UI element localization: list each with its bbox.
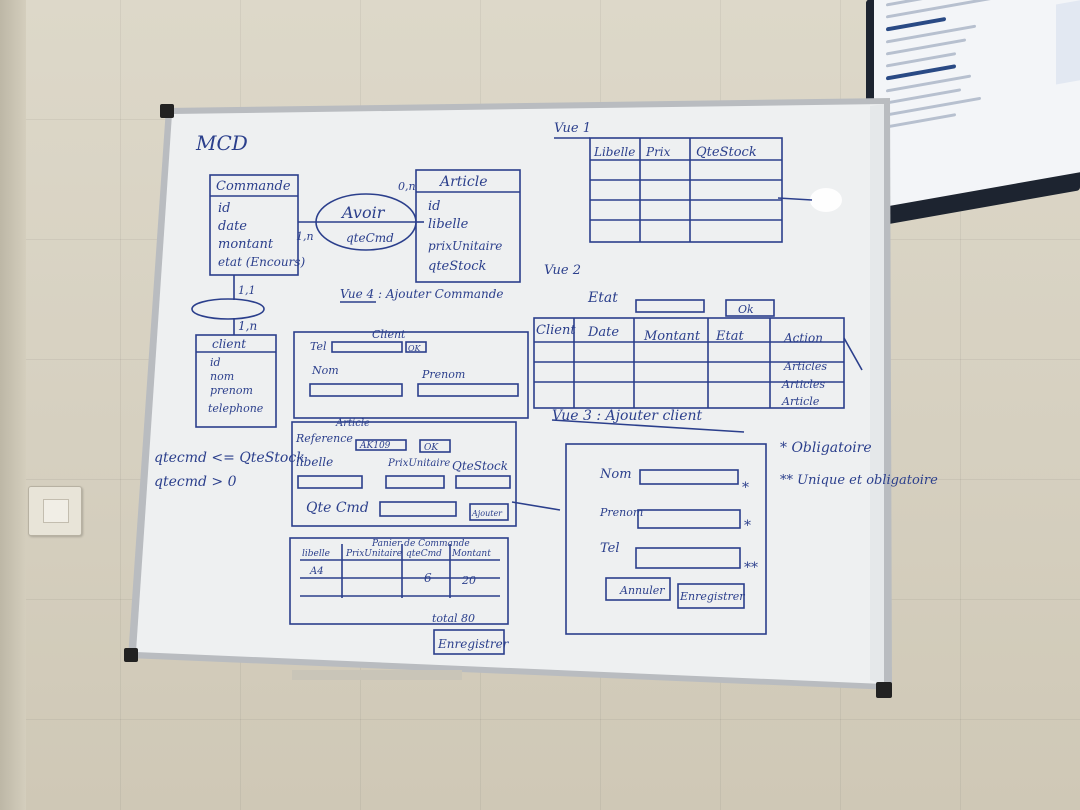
vue2-filter-label: Etat <box>587 290 618 306</box>
svg-text:Tel: Tel <box>600 541 620 556</box>
svg-text:PrixUnitaire: PrixUnitaire <box>345 549 402 559</box>
svg-text:qteCmd: qteCmd <box>406 549 442 559</box>
svg-text:OK: OK <box>408 344 422 353</box>
svg-text:libelle: libelle <box>302 549 330 559</box>
svg-text:Nom: Nom <box>599 467 632 482</box>
svg-text:*: * <box>744 518 751 534</box>
mcd-title: MCD <box>195 131 248 155</box>
svg-text:QteStock: QteStock <box>696 145 757 160</box>
svg-text:Montant: Montant <box>451 549 491 559</box>
svg-text:total 80: total 80 <box>432 612 475 625</box>
vue4-add-button: Ajouter <box>471 509 503 518</box>
svg-text:id: id <box>218 201 230 216</box>
svg-text:prenom: prenom <box>210 384 253 397</box>
vue3-save-button: Enregistrer <box>679 590 745 603</box>
svg-text:telephone: telephone <box>208 402 264 415</box>
svg-text:6: 6 <box>424 571 432 585</box>
svg-text:Prenom: Prenom <box>421 368 465 381</box>
svg-text:Montant: Montant <box>643 329 701 344</box>
card-article-avoir: 0,n <box>398 180 416 193</box>
svg-text:Prenom: Prenom <box>599 506 643 519</box>
svg-text:qteStock: qteStock <box>428 259 486 274</box>
svg-text:Tel: Tel <box>310 340 327 353</box>
svg-text:Client: Client <box>372 328 406 341</box>
svg-text:A4: A4 <box>309 566 324 577</box>
svg-text:**: ** <box>744 560 758 576</box>
relation-name: Avoir <box>340 203 386 222</box>
svg-text:etat (Encours): etat (Encours) <box>218 255 305 269</box>
svg-text:*: * <box>742 480 749 496</box>
svg-text:Nom: Nom <box>311 364 339 377</box>
svg-text:Prix: Prix <box>645 145 671 159</box>
svg-text:Client: Client <box>536 323 576 338</box>
svg-text:libelle: libelle <box>428 217 469 232</box>
svg-text:libelle: libelle <box>296 455 333 469</box>
svg-text:20: 20 <box>461 574 476 587</box>
svg-text:Article: Article <box>335 418 370 429</box>
svg-text:Article: Article <box>781 395 820 408</box>
light-switch-icon <box>28 486 82 536</box>
relation-attribute: qteCmd <box>346 231 394 245</box>
svg-text:OK: OK <box>424 443 439 453</box>
vue4-title: Vue 4 : Ajouter Commande <box>340 287 504 301</box>
svg-text:Libelle: Libelle <box>593 145 635 159</box>
legend-single: * Obligatoire <box>780 440 872 456</box>
card-commande-client: 1,1 <box>238 284 256 297</box>
svg-text:Qte Cmd: Qte Cmd <box>306 500 369 516</box>
wall-corner <box>0 0 26 810</box>
rule-1: qtecmd <= QteStock <box>154 450 305 466</box>
svg-text:id: id <box>428 199 440 214</box>
svg-text:Panier de Commande: Panier de Commande <box>371 539 470 549</box>
vue2-ok-button: Ok <box>738 303 754 316</box>
svg-text:AK109: AK109 <box>359 441 391 451</box>
entity-article-title: Article <box>438 174 488 190</box>
card-commande-avoir: 1,n <box>296 230 314 243</box>
svg-text:Action: Action <box>783 331 823 345</box>
svg-text:PrixUnitaire: PrixUnitaire <box>387 458 450 469</box>
svg-text:Articles: Articles <box>781 378 825 391</box>
svg-text:Etat: Etat <box>715 329 744 344</box>
card-client-commande: 1,n <box>238 319 257 333</box>
vue1-title: Vue 1 <box>554 121 591 136</box>
vue4-save-button: Enregistrer <box>437 637 510 651</box>
vue3-title: Vue 3 : Ajouter client <box>552 408 703 424</box>
svg-text:montant: montant <box>218 237 274 252</box>
svg-text:Date: Date <box>587 325 619 340</box>
svg-text:Reference: Reference <box>295 432 353 445</box>
rule-2: qtecmd > 0 <box>154 474 237 490</box>
svg-text:date: date <box>218 219 247 234</box>
svg-text:Articles: Articles <box>783 360 827 373</box>
svg-text:nom: nom <box>210 370 234 383</box>
vue3-cancel-button: Annuler <box>619 584 665 597</box>
entity-commande-title: Commande <box>216 179 291 194</box>
svg-text:id: id <box>210 356 221 369</box>
legend-double: ** Unique et obligatoire <box>780 473 938 488</box>
svg-text:prixUnitaire: prixUnitaire <box>428 239 502 253</box>
svg-text:QteStock: QteStock <box>452 459 508 473</box>
vue2-title: Vue 2 <box>544 263 581 278</box>
entity-client-title: client <box>212 337 246 351</box>
